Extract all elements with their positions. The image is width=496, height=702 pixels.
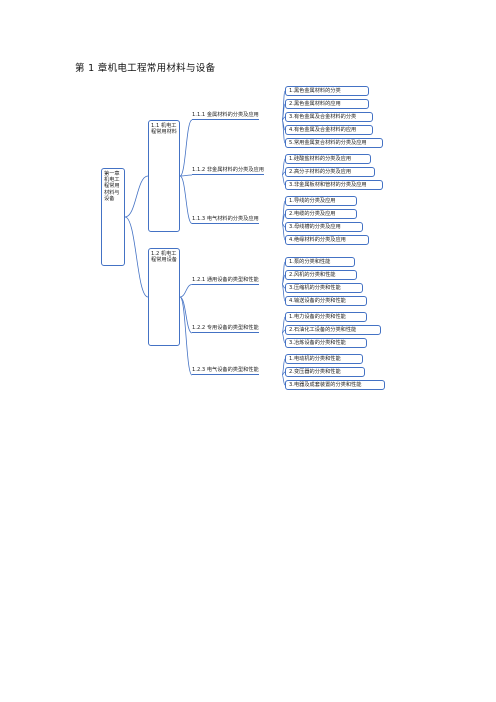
topic-node[interactable]: 1.2.2 专用设备的类型和性能 [192, 325, 259, 333]
leaf-node[interactable]: 2.风机的分类和性能 [285, 270, 357, 280]
connector-line [281, 119, 286, 144]
connector-line [179, 296, 193, 334]
leaf-node[interactable]: 2.黑色金属材料的应用 [285, 99, 369, 109]
connector-line [179, 284, 193, 298]
topic-node[interactable]: 1.1.2 非金属材料的分类及应用 [192, 167, 264, 175]
section-node[interactable]: 1.2 机电工程常用设备 [148, 248, 180, 346]
leaf-node[interactable]: 2.变压器的分类和性能 [285, 367, 365, 377]
connector-line [124, 216, 149, 298]
connector-line [281, 332, 286, 344]
section-node[interactable]: 1.1 机电工程常用材料 [148, 120, 180, 232]
connector-line [179, 119, 193, 177]
connector-line [281, 284, 286, 302]
leaf-node[interactable]: 2.电缆的分类及应用 [285, 209, 357, 219]
page-title: 第 1 章机电工程常用材料与设备 [75, 63, 216, 74]
leaf-node[interactable]: 3.有色金属及合金材料的分类 [285, 112, 373, 122]
leaf-node[interactable]: 3.冶炼设备的分类和性能 [285, 338, 367, 348]
leaf-node[interactable]: 3.电器及成套装置的分类和性能 [285, 380, 385, 390]
connector-line [124, 175, 149, 218]
leaf-node[interactable]: 4.输送设备的分类和性能 [285, 296, 367, 306]
leaf-node[interactable]: 4.有色金属及合金材料的应用 [285, 125, 373, 135]
leaf-node[interactable]: 3.压缩机的分类和性能 [285, 283, 363, 293]
topic-node[interactable]: 1.1.1 金属材料的分类及应用 [192, 112, 259, 120]
leaf-node[interactable]: 1.泵的分类和性能 [285, 257, 355, 267]
leaf-node[interactable]: 1.黑色金属材料的分类 [285, 86, 369, 96]
topic-node[interactable]: 1.2.3 电气设备的类型和性能 [192, 367, 259, 375]
leaf-node[interactable]: 1.电动机的分类和性能 [285, 354, 363, 364]
leaf-node[interactable]: 2.石油化工设备的分类和性能 [285, 325, 381, 335]
connector-line [281, 174, 286, 186]
connector-line [179, 296, 193, 376]
leaf-node[interactable]: 1.电力设备的分类和性能 [285, 312, 367, 322]
topic-node[interactable]: 1.1.3 电气材料的分类及应用 [192, 215, 259, 224]
leaf-node[interactable]: 5.常用金属复合材料的分类及应用 [285, 138, 383, 148]
connector-line [179, 174, 193, 177]
leaf-node[interactable]: 4.绝缘材料的分类及应用 [285, 235, 369, 245]
leaf-node[interactable]: 2.高分子材料的分类及应用 [285, 167, 375, 177]
connector-line [179, 175, 193, 224]
leaf-node[interactable]: 1.硅酸盐材料的分类及应用 [285, 154, 371, 164]
leaf-node[interactable]: 3.非金属板材和管材的分类及应用 [285, 180, 383, 190]
connector-line [281, 223, 286, 241]
root-node[interactable]: 第一章机电工程常用材料与设备 [101, 168, 125, 266]
topic-node[interactable]: 1.2.1 通用设备的类型和性能 [192, 276, 259, 285]
connector-line [281, 374, 286, 386]
leaf-node[interactable]: 1.导线的分类及应用 [285, 196, 357, 206]
leaf-node[interactable]: 3.母线槽的分类及应用 [285, 222, 363, 232]
